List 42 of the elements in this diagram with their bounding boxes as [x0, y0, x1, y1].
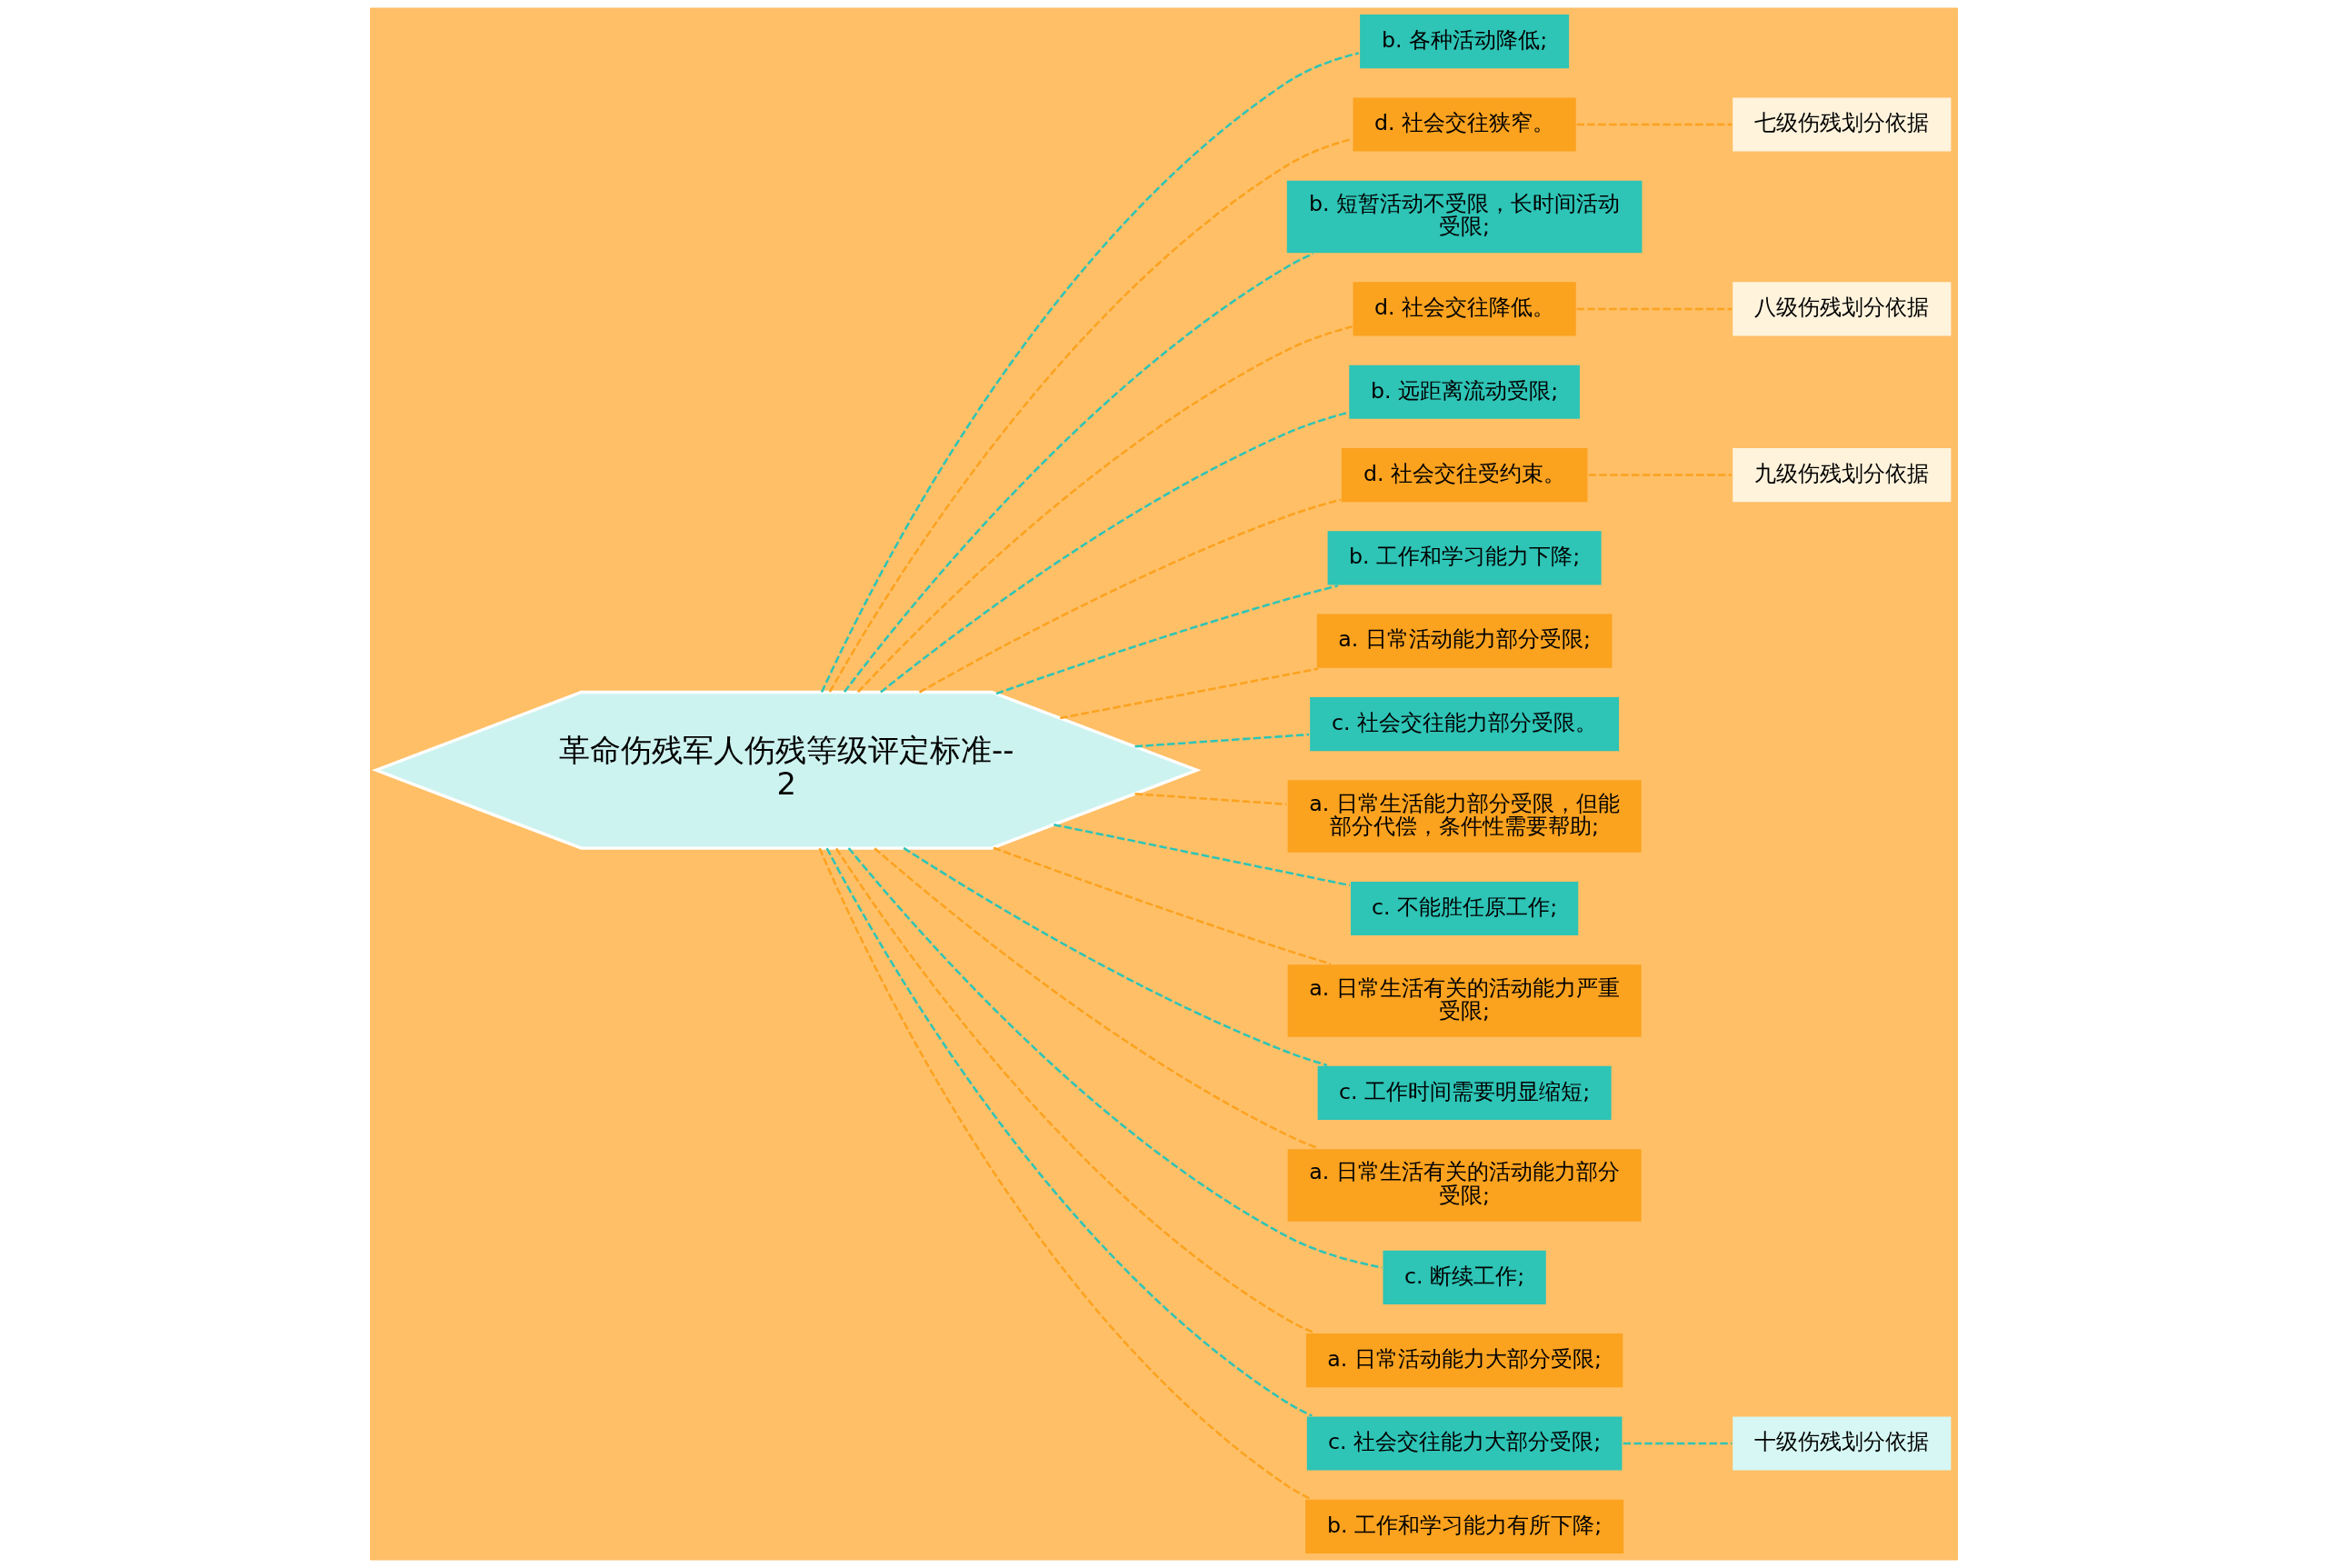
connector — [856, 325, 1353, 694]
node-box: 十级伤残划分依据 — [1731, 1414, 1952, 1473]
node-box: a. 日常生活有关的活动能力严重受限; — [1285, 963, 1643, 1039]
node-box: c. 断续工作; — [1381, 1249, 1547, 1306]
connector — [843, 253, 1313, 694]
node-box: a. 日常活动能力部分受限; — [1314, 612, 1613, 670]
connector — [1576, 307, 1732, 311]
connector — [1588, 474, 1732, 476]
connector — [918, 498, 1341, 694]
node-box: 八级伤残划分依据 — [1731, 280, 1952, 338]
node-box: b. 远距离流动受限; — [1347, 363, 1582, 421]
connector — [1053, 823, 1350, 887]
node-box: c. 社会交往能力大部分受限; — [1304, 1414, 1623, 1473]
node-box: 九级伤残划分依据 — [1731, 446, 1952, 504]
node-box: 七级伤残划分依据 — [1731, 95, 1952, 154]
node-box: c. 不能胜任原工作; — [1348, 880, 1580, 937]
node-box: a. 日常活动能力大部分受限; — [1303, 1332, 1624, 1389]
connector — [995, 584, 1338, 695]
node-box: b. 工作和学习能力下降; — [1325, 529, 1603, 587]
connector — [902, 846, 1327, 1067]
node-box: a. 日常生活能力部分受限，但能部分代偿，条件性需要帮助; — [1285, 778, 1643, 854]
node-box: d. 社会交往受约束。 — [1339, 446, 1589, 504]
node-box: c. 工作时间需要明显缩短; — [1315, 1064, 1613, 1122]
node-box: d. 社会交往狭窄。 — [1351, 95, 1577, 154]
connector — [820, 52, 1359, 694]
connector — [1059, 667, 1318, 720]
node-box: b. 短暂活动不受限，长时间活动受限; — [1284, 179, 1643, 255]
connector — [828, 137, 1353, 693]
connector — [879, 411, 1349, 694]
connector — [1623, 1442, 1732, 1445]
connector — [834, 847, 1314, 1334]
node-box: b. 工作和学习能力有所下降; — [1303, 1498, 1625, 1555]
connector — [847, 847, 1382, 1269]
node-box: d. 社会交往降低。 — [1351, 280, 1577, 338]
connector — [1134, 793, 1286, 806]
connector — [993, 846, 1331, 965]
node-box: a. 日常生活有关的活动能力部分受限; — [1285, 1147, 1643, 1223]
node-box: c. 社会交往能力部分受限。 — [1307, 695, 1621, 753]
connector — [1576, 123, 1732, 126]
connector — [873, 847, 1318, 1150]
node-box: b. 各种活动降低; — [1357, 13, 1571, 70]
connector — [1134, 733, 1309, 748]
